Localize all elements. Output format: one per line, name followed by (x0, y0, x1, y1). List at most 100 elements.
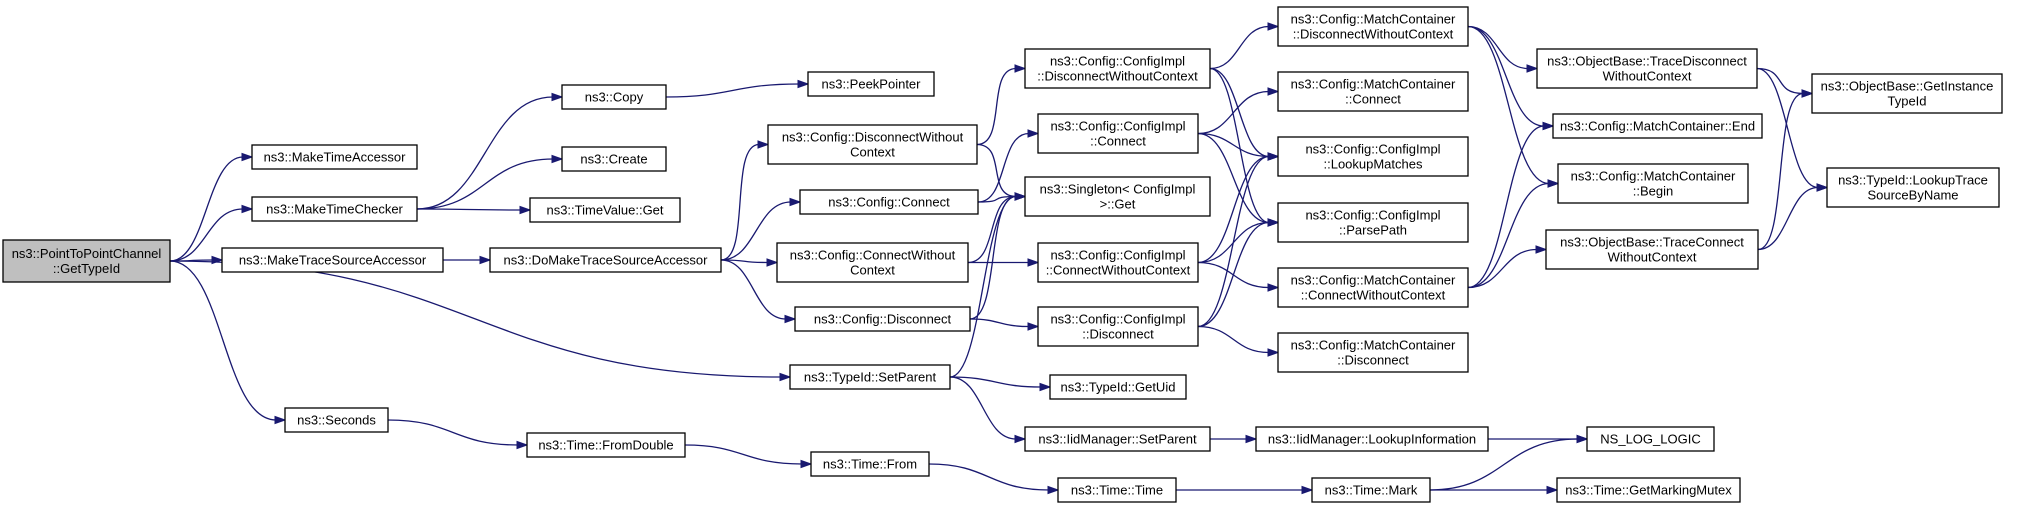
node-implDisconnect[interactable]: ns3::Config::ConfigImpl::Disconnect (1037, 306, 1199, 347)
node-label: ns3::Time::GetMarkingMutex (1565, 483, 1732, 498)
node-cfgDisconnectWithoutContext[interactable]: ns3::Config::DisconnectWithoutContext (767, 124, 978, 165)
node-mcDisconnect[interactable]: ns3::Config::MatchContainer::Disconnect (1277, 332, 1469, 373)
node-copy[interactable]: ns3::Copy (561, 84, 667, 110)
node-obTraceDisconnect[interactable]: ns3::ObjectBase::TraceDisconnectWithoutC… (1536, 48, 1758, 89)
node-label: ns3::Config::ConfigImpl (1050, 54, 1185, 69)
node-label: ::ParsePath (1339, 223, 1407, 238)
node-label: NS_LOG_LOGIC (1600, 432, 1700, 447)
node-seconds[interactable]: ns3::Seconds (284, 407, 389, 433)
node-label: ::Connect (1345, 92, 1401, 107)
node-box (1586, 426, 1715, 452)
node-getMarkingMutex[interactable]: ns3::Time::GetMarkingMutex (1556, 477, 1741, 503)
call-edge-mcConnectWithoutContext-to-mcEnd (1467, 121, 1555, 289)
call-edge-cfgDisconnectWithoutContext-to-singletonGet (976, 143, 1027, 201)
node-label: ns3::Copy (585, 90, 644, 105)
node-label: ns3::MakeTimeChecker (266, 202, 403, 217)
call-edge-makeTimeChecker-to-timeValueGet (416, 205, 532, 215)
node-box (1556, 477, 1741, 503)
node-box (251, 144, 418, 170)
node-obTraceConnect[interactable]: ns3::ObjectBase::TraceConnectWithoutCont… (1545, 229, 1759, 270)
call-edge-cfgConnect-to-implConnect (977, 129, 1040, 203)
node-label: ns3::MakeTimeAccessor (264, 150, 407, 165)
node-mcConnectWithoutContext[interactable]: ns3::Config::MatchContainer::ConnectWith… (1277, 267, 1469, 308)
node-label: ns3::Config::ConfigImpl (1050, 119, 1185, 134)
node-implDisconnectWithoutContext[interactable]: ns3::Config::ConfigImpl::DisconnectWitho… (1024, 48, 1211, 89)
node-makeTimeChecker[interactable]: ns3::MakeTimeChecker (251, 196, 418, 222)
call-edge-doMakeTraceSourceAccessor-to-cfgDisconnectWithoutContext (720, 140, 770, 261)
node-typeIdSetParent[interactable]: ns3::TypeId::SetParent (789, 364, 951, 390)
node-makeTimeAccessor[interactable]: ns3::MakeTimeAccessor (251, 144, 418, 170)
node-label: ::LookupMatches (1323, 157, 1423, 172)
node-box (776, 242, 969, 283)
node-label: ns3::PointToPointChannel (12, 246, 162, 261)
call-edge-implConnectWithoutContext-to-mcConnectWithoutContext (1197, 261, 1280, 292)
call-edge-implDisconnectWithoutContext-to-lookupMatches (1209, 67, 1280, 161)
node-lookupMatches[interactable]: ns3::Config::ConfigImpl::LookupMatches (1277, 136, 1469, 177)
node-create[interactable]: ns3::Create (561, 146, 667, 172)
node-box (221, 247, 444, 273)
node-box (1557, 163, 1749, 204)
node-mcEnd[interactable]: ns3::Config::MatchContainer::End (1552, 113, 1763, 139)
node-label: ns3::Config::ConfigImpl (1305, 208, 1440, 223)
node-label: ns3::Config::ConfigImpl (1050, 312, 1185, 327)
node-cfgConnectWithoutContext[interactable]: ns3::Config::ConnectWithoutContext (776, 242, 969, 283)
node-label: ns3::Create (580, 152, 647, 167)
node-box (1536, 48, 1758, 89)
node-label: ns3::Config::DisconnectWithout (782, 130, 964, 145)
node-root[interactable]: ns3::PointToPointChannel::GetTypeId (2, 239, 171, 283)
node-timeValueGet[interactable]: ns3::TimeValue::Get (529, 197, 681, 223)
node-label: ns3::Singleton< ConfigImpl (1040, 182, 1196, 197)
node-implConnect[interactable]: ns3::Config::ConfigImpl::Connect (1037, 113, 1199, 154)
node-label: ns3::Time::From (823, 457, 917, 472)
node-box (1277, 6, 1469, 47)
node-label: ::Begin (1633, 184, 1673, 199)
node-iidSetParent[interactable]: ns3::IidManager::SetParent (1024, 426, 1211, 452)
node-iidLookupInformation[interactable]: ns3::IidManager::LookupInformation (1255, 426, 1489, 452)
node-timeMark[interactable]: ns3::Time::Mark (1311, 477, 1431, 503)
node-label: ::Disconnect (1082, 327, 1154, 342)
node-label: WithoutContext (1603, 69, 1692, 84)
call-edge-fromDouble-to-timeFrom (684, 444, 813, 469)
node-timeFrom[interactable]: ns3::Time::From (810, 451, 930, 477)
node-box (1811, 73, 2003, 114)
node-label: ns3::Time::Time (1071, 483, 1163, 498)
call-edge-obTraceConnect-to-lookupTraceSourceByName (1757, 183, 1829, 251)
node-mcBegin[interactable]: ns3::Config::MatchContainer::Begin (1557, 163, 1749, 204)
node-peekPointer[interactable]: ns3::PeekPointer (807, 71, 935, 97)
node-timeTime[interactable]: ns3::Time::Time (1057, 477, 1177, 503)
node-label: ns3::Config::MatchContainer (1291, 338, 1456, 353)
node-label: Context (850, 263, 895, 278)
node-mcDisconnectWithoutContext[interactable]: ns3::Config::MatchContainer::DisconnectW… (1277, 6, 1469, 47)
node-cfgDisconnect[interactable]: ns3::Config::Disconnect (794, 306, 971, 332)
node-box (789, 364, 951, 390)
node-nsLogLogic[interactable]: NS_LOG_LOGIC (1586, 426, 1715, 452)
call-edge-doMakeTraceSourceAccessor-to-cfgDisconnect (720, 259, 797, 324)
call-edge-root-to-makeTimeChecker (169, 204, 254, 262)
node-box (251, 196, 418, 222)
node-box (1277, 136, 1469, 177)
node-makeTraceSourceAccessor[interactable]: ns3::MakeTraceSourceAccessor (221, 247, 444, 273)
call-edge-typeIdSetParent-to-typeIdGetUid (949, 376, 1052, 392)
node-singletonGet[interactable]: ns3::Singleton< ConfigImpl>::Get (1024, 176, 1211, 217)
node-typeIdGetUid[interactable]: ns3::TypeId::GetUid (1049, 374, 1187, 400)
node-cfgConnect[interactable]: ns3::Config::Connect (799, 189, 979, 215)
call-edge-timeMark-to-nsLogLogic (1429, 434, 1589, 491)
node-box (1545, 229, 1759, 270)
call-edge-timeMark-to-getMarkingMutex (1430, 485, 1559, 495)
node-implConnectWithoutContext[interactable]: ns3::Config::ConfigImpl::ConnectWithoutC… (1037, 242, 1199, 283)
call-edge-root-to-typeIdSetParent (169, 260, 792, 382)
node-label: ns3::Time::FromDouble (538, 438, 673, 453)
node-box (799, 189, 979, 215)
call-edge-makeTimeChecker-to-copy (416, 92, 564, 210)
node-parsePath[interactable]: ns3::Config::ConfigImpl::ParsePath (1277, 202, 1469, 243)
call-edge-implDisconnect-to-parsePath (1197, 218, 1280, 328)
call-edge-makeTimeChecker-to-create (416, 154, 564, 210)
node-mcConnect[interactable]: ns3::Config::MatchContainer::Connect (1277, 71, 1469, 112)
node-label: ns3::Config::MatchContainer (1291, 273, 1456, 288)
node-doMakeTraceSourceAccessor[interactable]: ns3::DoMakeTraceSourceAccessor (489, 247, 722, 273)
node-fromDouble[interactable]: ns3::Time::FromDouble (526, 432, 686, 458)
node-label: ns3::ObjectBase::GetInstance (1821, 79, 1994, 94)
